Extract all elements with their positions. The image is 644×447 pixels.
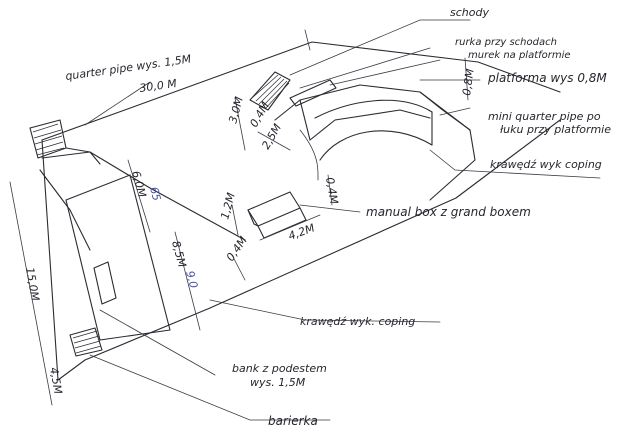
label-mini-qp-2: łuku przy platformie (500, 123, 611, 136)
label-manual-box: manual box z grand boxem (366, 205, 531, 219)
label-krawedz-top: krawędź wyk coping (490, 158, 602, 171)
label-quarter-pipe-2: 30,0 M (139, 77, 178, 95)
label-bank-1: bank z podestem (232, 362, 327, 375)
label-barierka: barierka (268, 414, 318, 428)
dim-04-box: 0,4M (323, 176, 341, 205)
dim-42: 4,2M (287, 221, 317, 243)
dim-30: 3,0M (226, 95, 246, 125)
dim-12: 1,2M (218, 191, 238, 221)
label-platforma: platforma wys 0,8M (487, 71, 607, 85)
dim-85: 8,5M (169, 239, 189, 269)
label-bank-2: wys. 1,5M (250, 376, 306, 389)
manual-box-shape (247, 191, 307, 239)
label-rurka: rurka przy schodach (455, 37, 557, 48)
dim-platform-08: 0,8M (460, 67, 477, 96)
dim-85-blue: 9,0 (183, 269, 200, 289)
label-murek: murek na platformie (468, 50, 571, 61)
park-outline (41, 41, 561, 381)
quarter-pipe-shape (29, 119, 246, 251)
mini-quarter-pipe-shape (299, 99, 433, 181)
dim-25: 2,5M (259, 121, 284, 151)
dim-60-blue: 65 (147, 185, 163, 202)
dim-04-low: 0,4M (224, 234, 250, 264)
label-mini-qp-1: mini quarter pipe po (488, 110, 601, 123)
label-schody: schody (450, 6, 489, 19)
stairs-shape (249, 71, 291, 111)
dimension-lines (9, 29, 469, 406)
label-krawedz-bottom: krawędź wyk. coping (300, 315, 415, 328)
leader-lines (84, 19, 601, 421)
dim-04: 0,4M (247, 99, 272, 129)
dim-150: 15,0M (23, 266, 42, 302)
bank-shape (65, 174, 171, 357)
platform-shape (274, 79, 476, 201)
dim-45: 4,5M (47, 366, 65, 395)
